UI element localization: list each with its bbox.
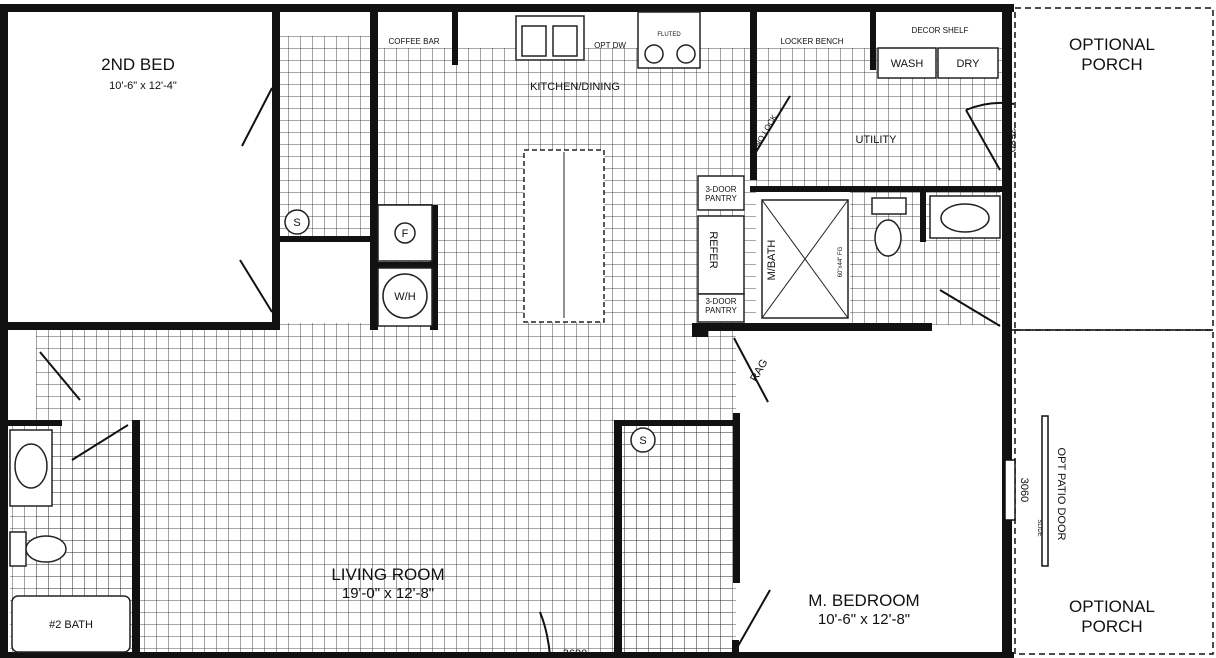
shelf-label-bed: S	[293, 217, 300, 229]
fluted-label: FLUTED	[657, 32, 681, 38]
washer-label: WASH	[891, 58, 924, 70]
water-heater-label: W/H	[394, 291, 415, 303]
shower-size-label: 60"x44" FG	[838, 246, 844, 277]
locker-bench-label: LOCKER BENCH	[780, 37, 843, 46]
living-room-dims: 19'-0" x 12'-8"	[342, 585, 434, 602]
refer-label: REFER	[707, 231, 719, 268]
living-room-name: LIVING ROOM	[331, 565, 444, 584]
opt-dw-label: OPT DW	[594, 41, 626, 50]
kitchen-dining-name: KITCHEN/DINING	[530, 81, 620, 93]
coffee-bar-label: COFFEE BAR	[388, 37, 439, 46]
slide-label: SLIDE	[1036, 519, 1042, 536]
furnace-label: F	[402, 228, 409, 240]
master-bedroom-name: M. BEDROOM	[808, 591, 919, 610]
porches	[1002, 7, 1214, 655]
bath-utility-fixtures	[9, 47, 1001, 653]
door-swings	[39, 87, 1049, 657]
utility-door-label: 3680	[1005, 128, 1017, 152]
dryer-label: DRY	[956, 58, 980, 70]
shelf-label-master: S	[639, 435, 646, 447]
bath-2-name: #2 BATH	[49, 619, 93, 631]
second-bed-dims: 10'-6" x 12'-4"	[109, 80, 177, 92]
walls	[0, 4, 1014, 658]
patio-door-label: OPT PATIO DOOR	[1055, 448, 1067, 541]
decor-shelf-label: DECOR SHELF	[912, 26, 969, 35]
utility-name: UTILITY	[856, 134, 898, 146]
second-bed-name: 2ND BED	[101, 55, 175, 74]
master-bedroom-dims: 10'-6" x 12'-8"	[818, 611, 910, 628]
front-door-label: 3680	[563, 648, 587, 658]
kitchen-fixtures	[284, 11, 745, 453]
carpet-rooms	[8, 12, 1004, 655]
patio-window-label: 3060	[1018, 478, 1030, 502]
master-bath-name: M/BATH	[766, 240, 778, 281]
